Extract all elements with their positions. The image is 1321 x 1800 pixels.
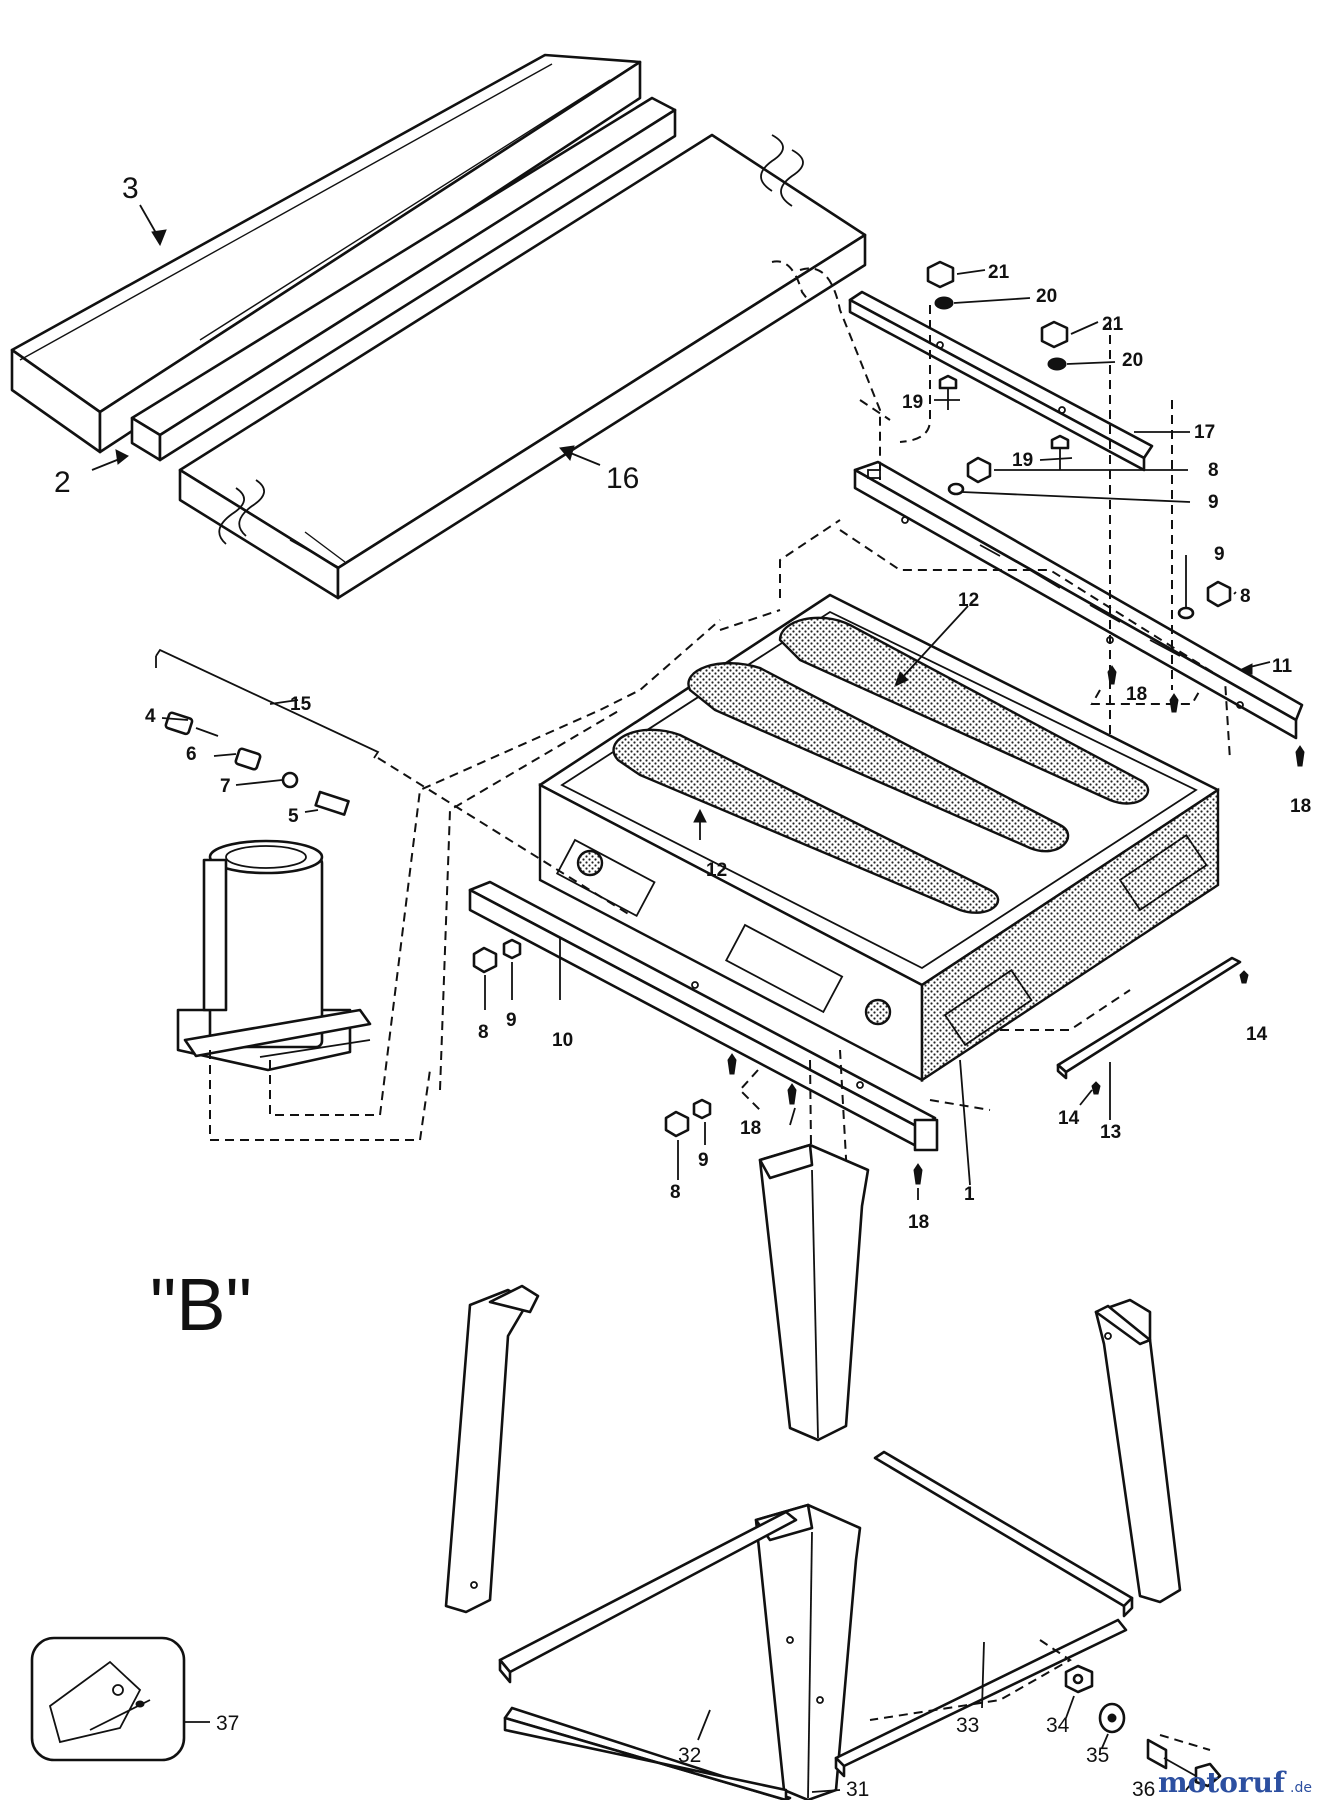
callout-18c: 18 — [740, 1118, 761, 1139]
spacer-bar-2 — [130, 96, 677, 462]
cabinet-1 — [538, 593, 1220, 1186]
callout-9b: 9 — [1214, 544, 1225, 565]
callout-14a: 14 — [1058, 1108, 1080, 1129]
stand-stretchers — [498, 1450, 1134, 1800]
callout-34: 34 — [1046, 1714, 1070, 1737]
callout-18d: 18 — [908, 1212, 929, 1233]
callout-19b: 19 — [1012, 450, 1033, 471]
stand-hardware — [869, 1639, 1222, 1788]
callout-5: 5 — [288, 806, 299, 827]
watermark: motoruf .de — [1158, 1766, 1312, 1799]
hardware-bag-37 — [30, 1636, 210, 1762]
leader-lines-stand — [697, 1641, 1197, 1793]
callout-4: 4 — [145, 706, 156, 727]
callout-12b: 12 — [706, 860, 727, 881]
extension-board-16 — [178, 133, 867, 600]
callout-10: 10 — [552, 1030, 573, 1051]
callout-1: 1 — [964, 1184, 975, 1205]
callout-20b: 20 — [1122, 350, 1143, 371]
watermark-suffix: .de — [1290, 1780, 1312, 1796]
leader-lines-boards — [91, 204, 601, 471]
dust-chute — [176, 839, 372, 1072]
callout-8b: 8 — [1240, 586, 1251, 607]
callout-9a: 9 — [1208, 492, 1219, 513]
callout-15: 15 — [290, 694, 312, 715]
callout-11: 11 — [1272, 656, 1293, 677]
callout-9c: 9 — [506, 1010, 517, 1031]
callout-6: 6 — [186, 744, 197, 765]
callout-36: 36 — [1132, 1778, 1155, 1800]
callout-8a: 8 — [1208, 460, 1219, 481]
trim-strip-13 — [1056, 956, 1249, 1120]
hardware-side-rail — [472, 938, 923, 1200]
callout-32: 32 — [678, 1744, 701, 1767]
callout-33: 33 — [956, 1714, 979, 1737]
callout-21b: 21 — [1102, 314, 1124, 335]
callout-9d: 9 — [698, 1150, 709, 1171]
callout-20a: 20 — [1036, 286, 1057, 307]
callout-35: 35 — [1086, 1744, 1109, 1767]
assembly-dashed-lines — [209, 260, 1231, 1231]
callout-37: 37 — [216, 1712, 239, 1735]
stand-leg-rear-center — [758, 1143, 870, 1442]
switch-assembly-15 — [155, 648, 380, 816]
callout-31: 31 — [846, 1778, 869, 1800]
view-label-b: "B" — [150, 1263, 252, 1346]
callout-16: 16 — [606, 462, 639, 495]
callout-8c: 8 — [478, 1022, 489, 1043]
callout-13: 13 — [1100, 1122, 1121, 1143]
callout-2: 2 — [54, 466, 71, 499]
stand-leg-front — [754, 1503, 862, 1800]
stand-leg-right — [1094, 1298, 1182, 1604]
callout-7: 7 — [220, 776, 231, 797]
callout-8d: 8 — [670, 1182, 681, 1203]
callout-12a: 12 — [958, 590, 979, 611]
side-rail-10 — [468, 880, 939, 1152]
bracket-12 — [693, 605, 969, 840]
callout-14b: 14 — [1246, 1024, 1268, 1045]
stand-leg-left — [444, 1284, 540, 1614]
callout-3: 3 — [122, 172, 139, 205]
watermark-brand: motoruf — [1158, 1766, 1287, 1799]
callout-21a: 21 — [988, 262, 1010, 283]
callout-labels: 3 2 16 21 20 21 20 19 19 17 8 9 9 8 11 1… — [54, 172, 1311, 1800]
front-rail-11 — [853, 460, 1304, 740]
callout-18a: 18 — [1126, 684, 1147, 705]
hardware-rear-rail — [926, 260, 1237, 620]
callout-17: 17 — [1194, 422, 1215, 443]
callout-18b: 18 — [1290, 796, 1311, 817]
callout-19a: 19 — [902, 392, 923, 413]
